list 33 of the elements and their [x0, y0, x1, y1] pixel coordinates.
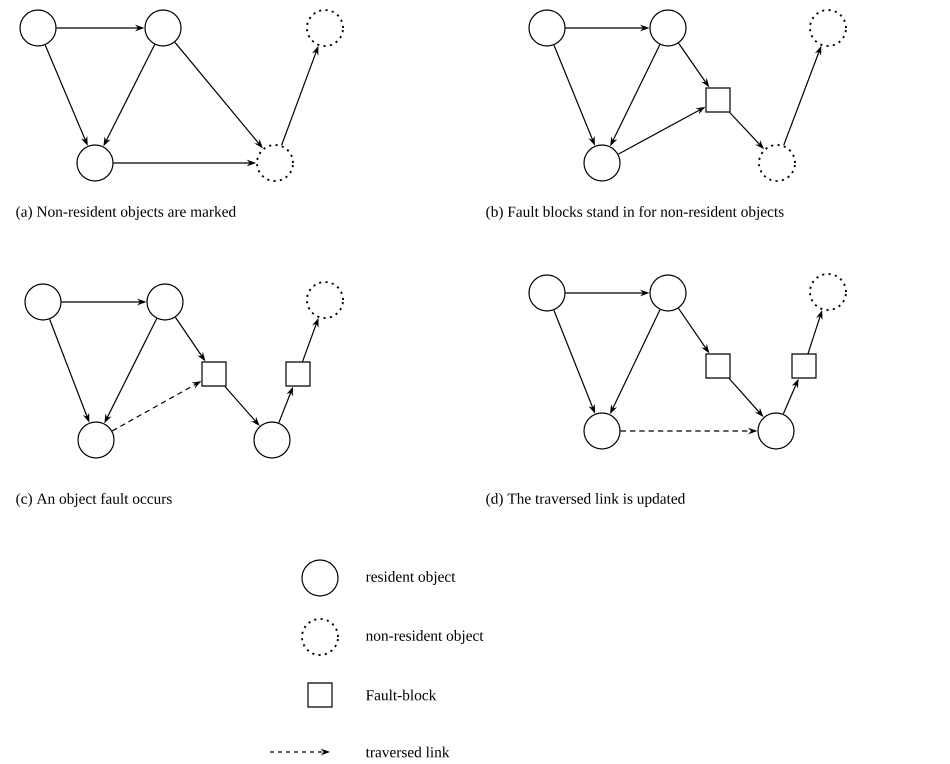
object-circle [253, 421, 291, 459]
legend-text: traversed link [366, 746, 450, 758]
object-circle [583, 412, 621, 450]
object-circle [528, 274, 566, 312]
panel-caption: (a) Non-resident objects are marked [16, 206, 236, 220]
object-circle [649, 9, 687, 47]
fault-block [285, 361, 311, 387]
legend-text: Fault-block [366, 690, 436, 700]
fault-block [705, 87, 731, 113]
panel-caption: (c) An object fault occurs [16, 492, 172, 508]
dotted-object-circle [306, 9, 344, 47]
dotted-object-circle [306, 281, 344, 319]
fault-block [791, 353, 817, 379]
dotted-object-circle [256, 144, 294, 182]
object-circle [19, 9, 57, 47]
dotted-object-circle [758, 144, 796, 182]
fault-block [201, 361, 227, 387]
fault-block [705, 353, 731, 379]
object-circle [76, 144, 114, 182]
object-circle [649, 274, 687, 312]
legend-text: resident object [366, 571, 456, 585]
object-circle [583, 144, 621, 182]
dotted-object-circle [809, 273, 847, 311]
legend-text: non-resident object [366, 630, 484, 644]
object-circle [528, 9, 566, 47]
object-circle [146, 283, 184, 321]
panel-caption: (d) The traversed link is updated [486, 493, 686, 507]
object-circle [77, 421, 115, 459]
dotted-object-circle [809, 9, 847, 47]
panel-caption: (b) Fault blocks stand in for non-resident objects [486, 206, 784, 220]
object-circle [144, 9, 182, 47]
object-circle [24, 283, 62, 321]
object-circle [757, 412, 795, 450]
